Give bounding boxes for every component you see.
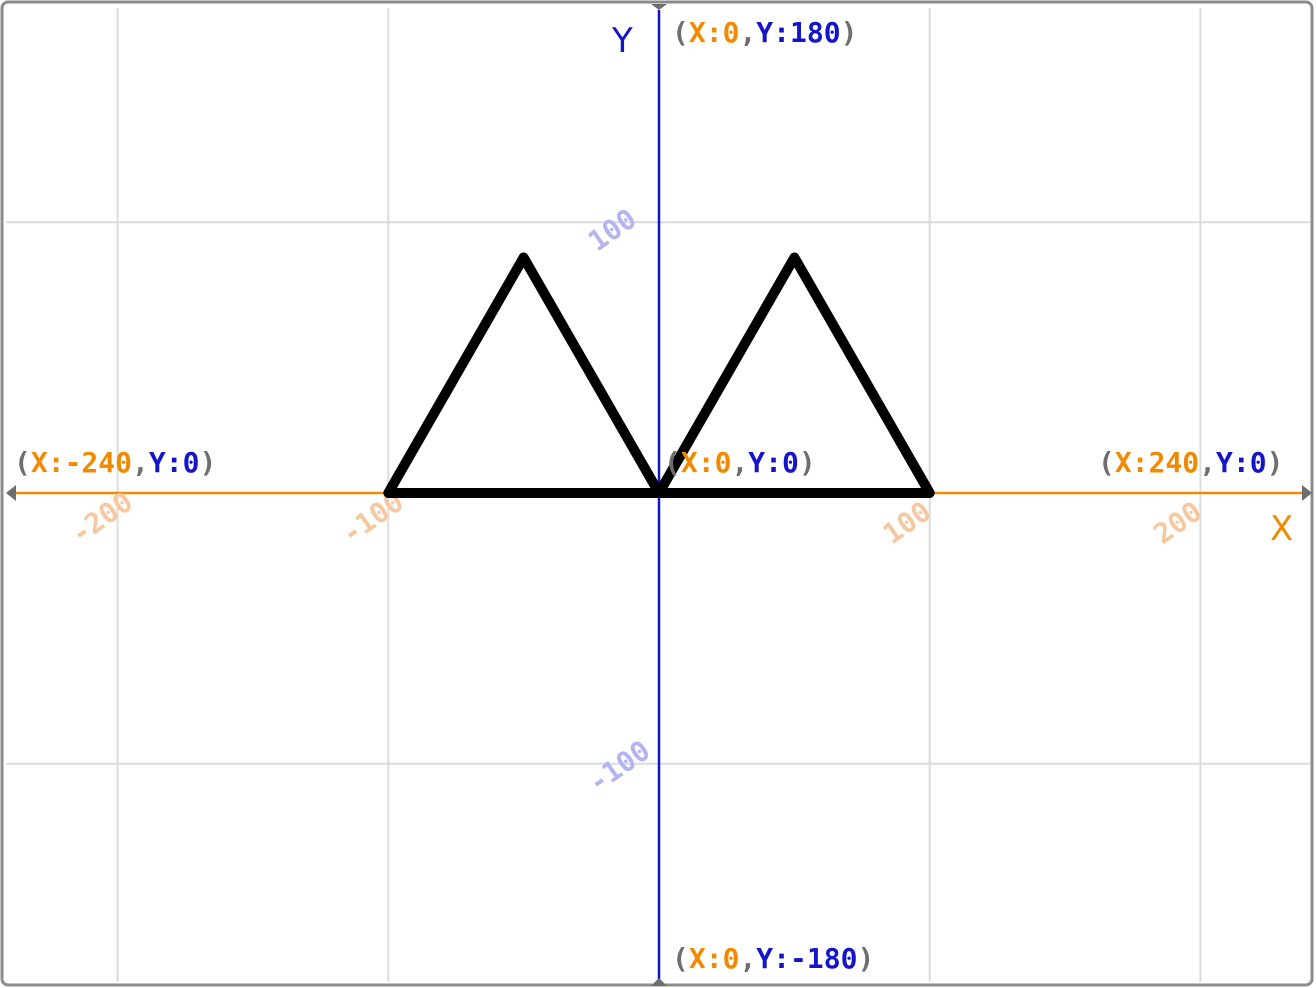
axis-arrowheads: [6, 4, 1312, 986]
x-axis-arrow-left: [6, 485, 16, 501]
x-axis-name: X: [1270, 509, 1293, 549]
coord-label-origin: (X:0,Y:0): [664, 446, 816, 479]
coord-label-right: (X:240,Y:0): [1098, 446, 1283, 479]
y-axis-name: Y: [611, 21, 633, 61]
coord-label-left: (X:-240,Y:0): [14, 446, 216, 479]
coord-label-bottom: (X:0,Y:-180): [672, 942, 874, 975]
y-axis-arrow-top: [651, 4, 667, 10]
triangles-drawing: [383, 252, 935, 498]
coord-label-top: (X:0,Y:180): [672, 16, 857, 49]
x-axis-arrow-right: [1302, 485, 1312, 501]
y-axis-arrow-bottom: [651, 978, 667, 986]
